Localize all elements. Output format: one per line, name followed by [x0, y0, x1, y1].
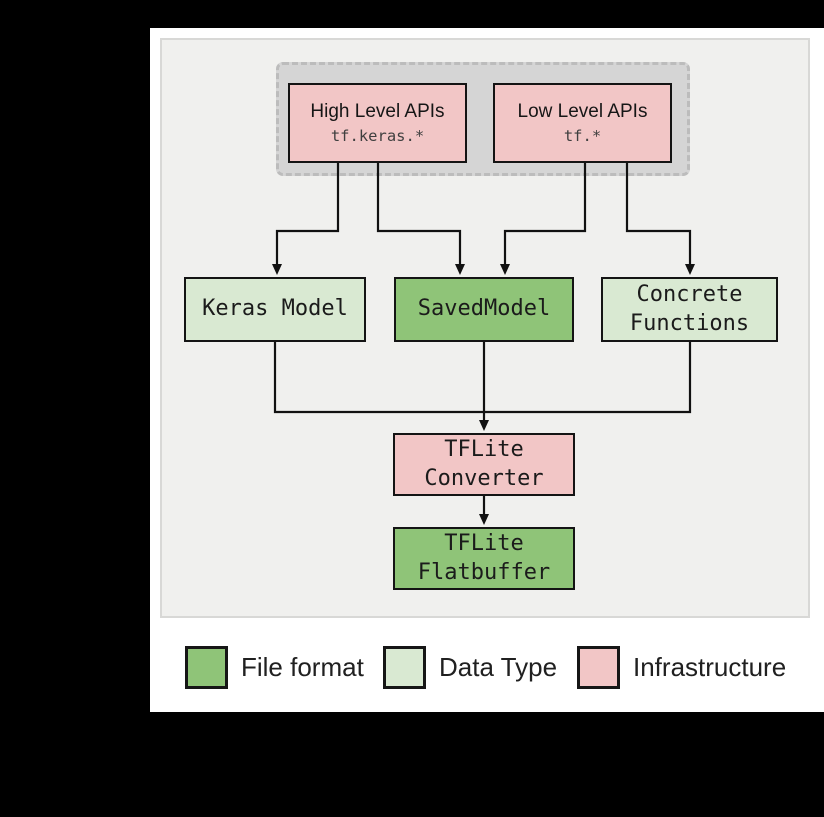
node-tflite-converter-label: TFLite Converter	[424, 437, 544, 491]
node-saved-model: SavedModel	[394, 277, 574, 342]
legend-label-file-format: File format	[241, 652, 364, 682]
node-tflite-flatbuffer-label: TFLite Flatbuffer	[417, 531, 551, 585]
node-concrete-functions-label: Concrete Functions	[629, 282, 750, 336]
node-keras-model-label: Keras Model	[202, 296, 348, 322]
legend-swatch-data-type	[383, 646, 426, 689]
node-saved-model-label: SavedModel	[417, 296, 551, 322]
node-low-level-apis-title: Low Level APIs	[517, 100, 648, 122]
node-high-level-apis: High Level APIs tf.keras.*	[288, 83, 467, 163]
node-concrete-functions: Concrete Functions	[601, 277, 778, 342]
node-low-level-apis: Low Level APIs tf.*	[493, 83, 672, 163]
node-keras-model: Keras Model	[184, 277, 366, 342]
legend-label-infrastructure: Infrastructure	[633, 652, 787, 682]
node-tflite-converter: TFLite Converter	[393, 433, 575, 496]
legend-item-infrastructure: Infrastructure	[577, 646, 786, 689]
node-low-level-apis-code: tf.*	[563, 127, 602, 146]
legend-swatch-file-format	[185, 646, 228, 689]
legend-swatch-infrastructure	[577, 646, 620, 689]
node-high-level-apis-title: High Level APIs	[310, 100, 445, 122]
node-high-level-apis-code: tf.keras.*	[330, 127, 425, 146]
legend-item-data-type: Data Type	[383, 646, 557, 689]
node-tflite-flatbuffer: TFLite Flatbuffer	[393, 527, 575, 590]
legend-label-data-type: Data Type	[439, 652, 558, 682]
legend-item-file-format: File format	[185, 646, 364, 689]
